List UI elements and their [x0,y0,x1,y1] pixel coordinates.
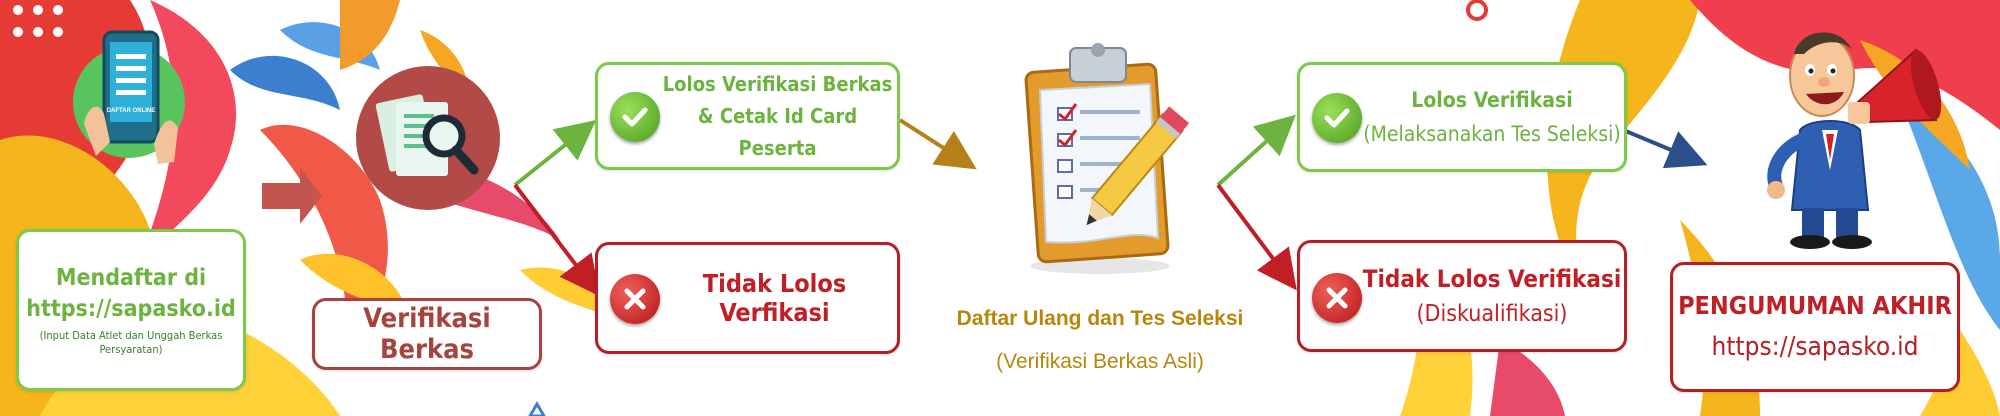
register-title-line1: Mendaftar di [55,265,207,291]
pass2-line1: Lolos Verifikasi [1411,88,1573,112]
phone-screen-text: DAFTAR ONLINE [107,108,156,114]
pass1-line1: Lolos Verifikasi Berkas [662,72,893,96]
arrow-to-fail-1 [513,183,600,297]
megaphone-man-icon [1740,10,1950,255]
announcement-url: https://sapasko.id [1711,332,1919,362]
register-subtitle: (Input Data Atlet dan Unggah Berkas Pers… [39,329,223,356]
arrow-to-pass-2 [1216,114,1296,187]
clipboard-checklist-icon [1010,28,1190,278]
fail-verification-box-2: Tidak Lolos Verifikasi (Diskualifikasi) [1297,240,1627,352]
fail-verification-box-1: Tidak Lolos Verfikasi [595,242,900,354]
announcement-box: PENGUMUMAN AKHIR https://sapasko.id [1670,262,1960,392]
verify-box: Verifikasi Berkas [312,298,542,370]
cross-icon [610,274,660,324]
arrow-to-pass-1 [513,120,597,187]
fail2-line1: Tidak Lolos Verifikasi [1362,265,1622,293]
document-search-icon [352,62,504,214]
pass-verification-box-1: Lolos Verifikasi Berkas & Cetak Id Card … [595,62,900,170]
pass-verification-box-2: Lolos Verifikasi (Melaksanakan Tes Selek… [1297,62,1627,172]
fail1-label: Tidak Lolos Verfikasi [702,269,847,327]
fail2-line2: (Diskualifikasi) [1416,301,1568,327]
register-box: Mendaftar di https://sapasko.id (Input D… [16,229,246,391]
pass2-line2: (Melaksanakan Tes Seleksi) [1363,122,1621,146]
check-icon [1312,93,1362,143]
verify-label: Verifikasi Berkas [363,303,491,365]
arrow-to-fail-2 [1216,183,1297,291]
selection-title: Daftar Ulang dan Tes Seleksi [956,307,1244,330]
register-title-line2: https://sapasko.id [26,296,236,322]
cross-icon [1312,273,1362,323]
arrow-register-to-verify [262,168,322,224]
check-icon [610,92,660,142]
selection-subtitle: (Verifikasi Berkas Asli) [996,350,1204,373]
phone-register-icon: DAFTAR ONLINE [70,24,188,174]
pass1-line2: & Cetak Id Card Peserta [697,104,858,160]
arrow-to-selection [898,118,977,170]
announcement-title: PENGUMUMAN AKHIR [1678,291,1952,320]
